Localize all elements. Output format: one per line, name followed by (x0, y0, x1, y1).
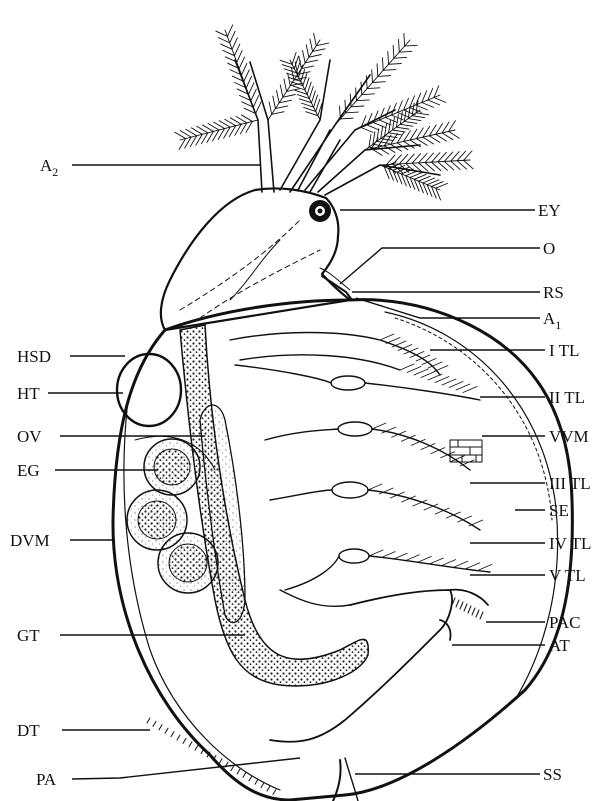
label-eg: EG (17, 461, 40, 480)
label-ey: EY (538, 201, 561, 220)
label-ii-tl: II TL (549, 388, 585, 407)
labels-right: EY O RS A1 I TL II TL VVM III TL SE IV T… (538, 201, 591, 784)
label-hsd: HSD (17, 347, 51, 366)
label-se: SE (549, 501, 569, 520)
label-dt: DT (17, 721, 40, 740)
label-i-tl: I TL (549, 341, 579, 360)
label-dvm: DVM (10, 531, 50, 550)
labels-left: A2 HSD HT OV EG DVM GT DT PA (10, 156, 58, 789)
label-a2: A2 (40, 156, 58, 179)
label-o: O (543, 239, 555, 258)
anal-teeth (452, 598, 483, 619)
leader-lines (48, 165, 545, 779)
label-at: AT (549, 636, 570, 655)
label-pac: PAC (549, 613, 581, 632)
label-pa: PA (36, 770, 57, 789)
label-gt: GT (17, 626, 40, 645)
label-a1: A1 (543, 309, 561, 332)
label-iv-tl: IV TL (549, 534, 591, 553)
label-ov: OV (17, 427, 42, 446)
heart (117, 354, 181, 426)
label-iii-tl: III TL (549, 474, 591, 493)
label-ss: SS (543, 765, 562, 784)
label-ht: HT (17, 384, 40, 403)
compound-eye (309, 200, 331, 222)
limb-setae (368, 334, 492, 570)
label-v-tl: V TL (549, 566, 586, 585)
label-rs: RS (543, 283, 564, 302)
thoracic-limbs (230, 333, 490, 607)
second-antennae (235, 60, 440, 195)
label-vvm: VVM (549, 427, 589, 446)
